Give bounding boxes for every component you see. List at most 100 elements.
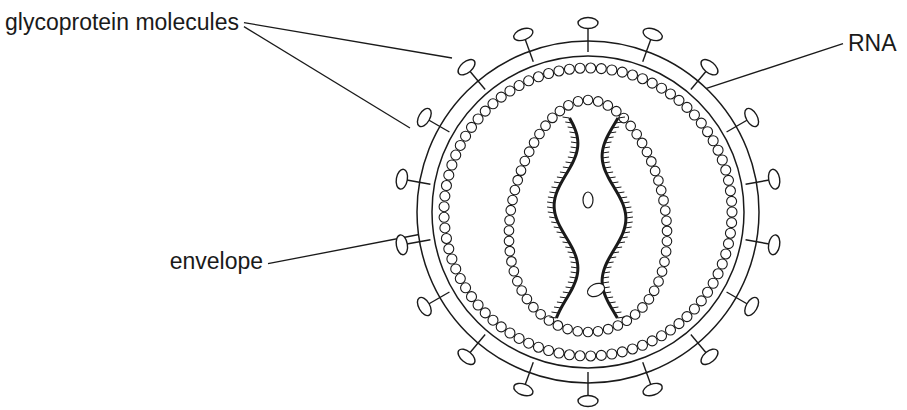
matrix-bead — [637, 74, 647, 84]
matrix-bead — [496, 92, 506, 102]
rna-hatch — [568, 282, 575, 283]
matrix-bead — [575, 351, 585, 361]
capsid-bead — [603, 101, 613, 111]
matrix-bead — [665, 89, 675, 99]
capsid-bead — [660, 206, 670, 216]
rna-hatch — [569, 132, 576, 133]
matrix-bead — [723, 239, 733, 249]
capsid-bead — [505, 216, 515, 226]
matrix-bead — [533, 72, 543, 82]
glycoprotein-symbol — [744, 230, 781, 256]
rna-hatch — [609, 177, 616, 178]
glycoprotein-symbol — [578, 372, 598, 407]
rna-hatch — [614, 187, 621, 188]
rna-strand — [602, 118, 626, 318]
rna-hatch — [614, 312, 621, 313]
part-label: RNA — [848, 31, 897, 56]
capsid-bead — [660, 257, 670, 267]
glycoprotein-symbol — [683, 57, 720, 96]
rna-hatch — [611, 182, 618, 183]
rna-hatch — [548, 212, 555, 213]
matrix-bead — [480, 308, 490, 318]
rna-hatch — [554, 182, 561, 183]
rna-hatch — [551, 222, 558, 223]
capsid-bead — [510, 185, 520, 195]
rna-hatch — [566, 287, 573, 288]
matrix-bead — [703, 127, 713, 137]
matrix-bead — [444, 170, 454, 180]
capsid-bead — [535, 129, 545, 139]
matrix-bead — [451, 264, 461, 274]
matrix-bead — [617, 347, 627, 357]
matrix-bead — [725, 228, 735, 238]
leader-line — [244, 27, 410, 128]
rna-hatch — [623, 232, 630, 233]
matrix-bead — [713, 145, 723, 155]
matrix-bead — [586, 351, 596, 361]
capsid-bead — [637, 138, 647, 148]
rna-hatch — [626, 217, 633, 218]
rna-hatch — [551, 312, 558, 313]
rna-hatch — [565, 122, 572, 123]
rna-hatch — [568, 157, 575, 158]
rna-hatch — [603, 147, 610, 148]
matrix-bead — [696, 296, 706, 306]
matrix-bead — [473, 300, 483, 310]
capsid-bead — [644, 295, 654, 305]
matrix-bead — [586, 63, 596, 73]
rna-hatch — [609, 302, 616, 303]
matrix-bead — [596, 350, 606, 360]
virus-body — [395, 18, 782, 407]
rna-hatch — [570, 277, 577, 278]
rna-hatch — [548, 197, 555, 198]
rna-hatch — [571, 262, 578, 263]
capsid-bead — [662, 237, 672, 247]
rna-hatch — [560, 297, 567, 298]
capsid-bead — [593, 97, 603, 107]
rna-hatch — [571, 267, 578, 268]
capsid-bead — [529, 138, 539, 148]
matrix-bead — [727, 196, 737, 206]
capsid-bead — [529, 302, 539, 312]
rna-hatch — [618, 117, 625, 118]
matrix-bead — [461, 283, 471, 293]
rna-hatch — [621, 237, 628, 238]
glycoprotein-symbol — [395, 230, 432, 256]
matrix-bead — [721, 165, 731, 175]
rna-hatch — [609, 257, 616, 258]
matrix-bead — [596, 64, 606, 74]
rna-hatch — [602, 277, 609, 278]
glycoprotein-symbol — [512, 359, 543, 398]
rna-hatch — [547, 202, 554, 203]
capsid-bead — [516, 166, 526, 176]
rna-strand — [554, 118, 578, 318]
matrix-bead — [721, 249, 731, 259]
enzyme-symbol — [583, 192, 593, 208]
capsid-bead — [553, 321, 563, 331]
glycoprotein-symbol — [415, 106, 455, 141]
capsid-bead — [573, 97, 583, 107]
capsid-bead — [506, 205, 516, 215]
glycoprotein-symbol — [455, 57, 492, 96]
rna-hatch — [604, 292, 611, 293]
matrix-bead — [544, 68, 554, 78]
matrix-bead — [657, 331, 667, 341]
matrix-bead — [441, 181, 451, 191]
matrix-bead — [440, 223, 450, 233]
matrix-bead — [441, 233, 451, 243]
rna-hatch — [604, 167, 611, 168]
matrix-bead — [514, 81, 524, 91]
matrix-bead — [447, 160, 457, 170]
rna-hatch — [563, 167, 570, 168]
capsid-bead — [548, 113, 558, 123]
rna-hatch — [549, 317, 556, 318]
matrix-bead — [717, 259, 727, 269]
rna-hatch — [617, 317, 624, 318]
matrix-bead — [455, 274, 465, 284]
capsid-bead — [654, 277, 664, 287]
capsid-bead — [513, 175, 523, 185]
rna-hatch — [603, 162, 610, 163]
rna-hatch — [563, 242, 570, 243]
rna-hatch — [624, 207, 631, 208]
rna-hatch — [551, 187, 558, 188]
